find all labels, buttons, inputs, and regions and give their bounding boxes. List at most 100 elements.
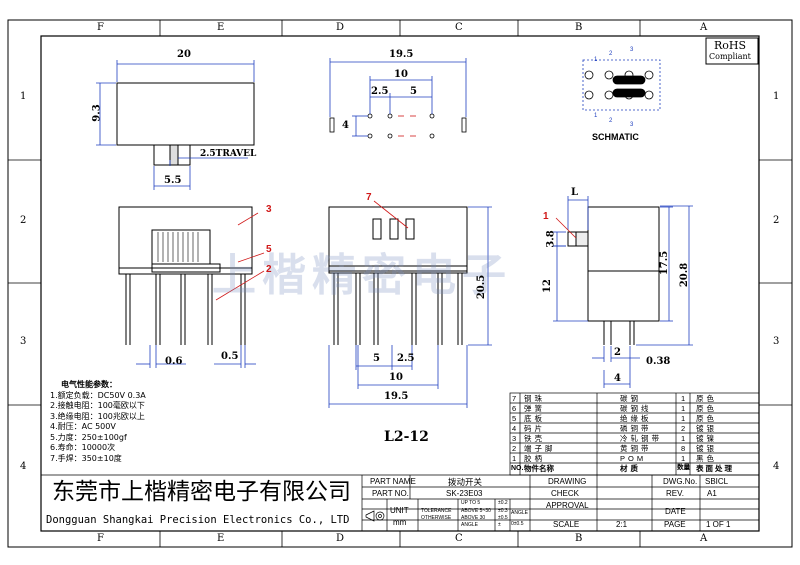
bom-qty: 1 bbox=[681, 414, 686, 423]
rohs-title: RoHS bbox=[714, 39, 747, 52]
bom-name: 钢珠 bbox=[524, 394, 545, 403]
rev-value: A1 bbox=[707, 489, 717, 498]
bom-qty: 8 bbox=[681, 444, 686, 453]
pcb-layout bbox=[329, 58, 467, 139]
dim-right-4: 4 bbox=[614, 373, 621, 384]
bom-no: 7 bbox=[512, 394, 517, 403]
bom-no: 6 bbox=[512, 404, 517, 413]
dim-front-20-5: 20.5 bbox=[476, 274, 488, 300]
check-label: CHECK bbox=[551, 489, 580, 498]
dim-front-2-5: 2.5 bbox=[397, 353, 415, 364]
grid-col-bottom-B: B bbox=[575, 533, 583, 544]
spec-line: 5.力度：250±100gf bbox=[50, 432, 127, 442]
dim-pcb-4: 4 bbox=[342, 120, 349, 131]
bom-header-name: 物件名称 bbox=[524, 464, 554, 473]
dim-right-L: L bbox=[571, 187, 579, 198]
dim-travel: 2.5TRAVEL bbox=[200, 149, 257, 159]
bom-no: 3 bbox=[512, 434, 517, 443]
dim-pcb-total: 19.5 bbox=[389, 49, 414, 60]
dim-top-height: 9.3 bbox=[91, 104, 103, 122]
dim-right-20-8: 20.8 bbox=[679, 262, 691, 288]
callout-1: 1 bbox=[543, 211, 549, 222]
part-name-value: 拨动开关 bbox=[448, 477, 483, 487]
bom-finish: 黑色 bbox=[696, 454, 717, 463]
grid-col-top-B: B bbox=[575, 22, 583, 33]
right-view bbox=[553, 196, 693, 388]
bom-qty: 1 bbox=[681, 454, 686, 463]
bom-header-finish: 表面处理 bbox=[696, 464, 734, 473]
dim-right-0-38: 0.38 bbox=[646, 356, 671, 367]
bom-qty: 1 bbox=[681, 404, 686, 413]
tol-value: ±0.5 bbox=[498, 515, 508, 521]
part-name-label: PART NAME bbox=[370, 477, 416, 486]
bom-material: 碳钢 bbox=[620, 394, 641, 403]
unit-label: UNIT bbox=[390, 506, 409, 515]
bom-no: 1 bbox=[512, 454, 517, 463]
otherwise-label: OTHERWISE bbox=[421, 515, 452, 521]
schematic-digit: 2 bbox=[609, 118, 613, 124]
grid-col-top-C: C bbox=[455, 22, 463, 33]
rohs-compliant: Compliant bbox=[709, 52, 751, 61]
callout-7: 7 bbox=[366, 192, 372, 203]
grid-col-top-F: F bbox=[97, 22, 104, 33]
dim-top-width: 20 bbox=[177, 49, 191, 60]
bom-material: 冷轧钢带 bbox=[620, 434, 662, 443]
bom-finish: 原色 bbox=[696, 404, 717, 413]
bom-finish: 原色 bbox=[696, 414, 717, 423]
dim-side-0-5: 0.5 bbox=[221, 351, 239, 362]
bom-finish: 原色 bbox=[696, 394, 717, 403]
title-block-lines bbox=[41, 474, 759, 531]
scale-label: SCALE bbox=[553, 520, 580, 529]
angle-value: 0±0.5 bbox=[511, 521, 524, 527]
spec-line: 7.手焊：350±10度 bbox=[50, 453, 122, 463]
bom-qty: 1 bbox=[681, 434, 686, 443]
bom-finish: 镀银 bbox=[696, 444, 717, 453]
grid-row-right-4: 4 bbox=[773, 461, 780, 472]
grid-col-bottom-C: C bbox=[455, 533, 463, 544]
grid-row-left-1: 1 bbox=[20, 91, 27, 102]
watermark: 上楷精密电子 bbox=[212, 250, 512, 301]
grid-row-right-1: 1 bbox=[773, 91, 780, 102]
bom-header-material: 材质 bbox=[620, 464, 641, 473]
grid-col-top-E: E bbox=[217, 22, 225, 33]
bom-material: 黄铜带 bbox=[620, 444, 652, 453]
callout-5: 5 bbox=[266, 244, 272, 255]
angle-label: ANGLE bbox=[511, 510, 528, 516]
side-view bbox=[118, 206, 265, 368]
bom-no: 4 bbox=[512, 424, 517, 433]
tol-value: ± bbox=[498, 522, 501, 528]
dim-front-10: 10 bbox=[389, 372, 403, 383]
electrical-specs: 电气性能参数： 1.额定负载：DC50V 0.3A 2.接触电阻：100毫欧以下… bbox=[50, 380, 146, 464]
tolerance-label: TOLERANCE bbox=[421, 508, 452, 514]
grid-row-left-4: 4 bbox=[20, 461, 27, 472]
bom-material: 绝缘板 bbox=[620, 414, 652, 423]
schematic-digit: 2 bbox=[609, 51, 613, 57]
part-no-value: SK-23E03 bbox=[446, 489, 483, 498]
spec-line: 3.绝缘电阻：100兆欧以上 bbox=[50, 411, 145, 421]
bom-qty: 2 bbox=[681, 424, 686, 433]
grid-col-top-A: A bbox=[700, 22, 708, 33]
grid-col-bottom-D: D bbox=[336, 533, 345, 544]
bom-no: 2 bbox=[512, 444, 517, 453]
callout-3: 3 bbox=[266, 204, 272, 215]
spec-line: 2.接触电阻：100毫欧以下 bbox=[50, 401, 145, 410]
company-name-cn: 东莞市上楷精密电子有限公司 bbox=[52, 479, 351, 505]
dwg-no-label: DWG.No. bbox=[663, 477, 698, 486]
approval-label: APPROVAL bbox=[546, 501, 589, 510]
spec-line: 6.寿命：10000次 bbox=[50, 443, 116, 452]
unit-value: mm bbox=[393, 518, 407, 527]
schematic-digit: 1 bbox=[594, 113, 598, 119]
dim-pcb-2-5: 2.5 bbox=[371, 86, 389, 97]
dim-right-3-8: 3.8 bbox=[545, 230, 557, 248]
dim-pcb-5: 5 bbox=[410, 86, 417, 97]
spec-line: 1.额定负载：DC50V 0.3A bbox=[50, 390, 146, 400]
bom-name: 端子脚 bbox=[524, 444, 556, 453]
grid-col-bottom-F: F bbox=[97, 533, 104, 544]
bom-name: 弹簧 bbox=[524, 404, 545, 413]
grid-row-left-2: 2 bbox=[20, 215, 27, 226]
grid-col-bottom-A: A bbox=[700, 533, 708, 544]
bom-no: 5 bbox=[512, 414, 517, 423]
rev-label: REV. bbox=[666, 489, 684, 498]
tol-range: ANGLE bbox=[461, 522, 478, 528]
